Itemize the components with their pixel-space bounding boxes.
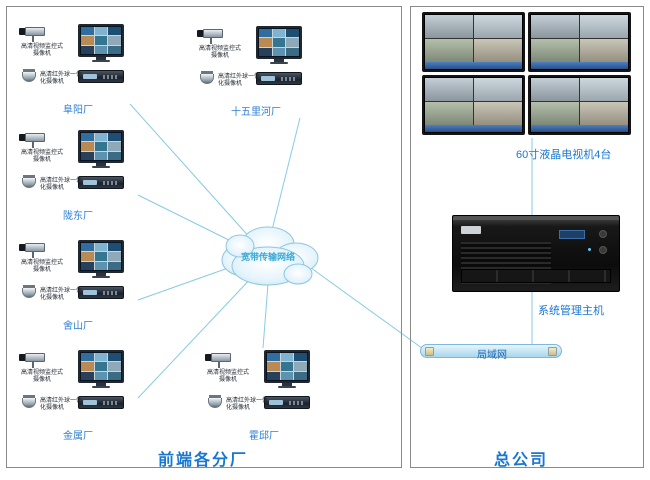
site-block: 高清视频监控式 摄像机 高清红外球一体 化摄像机 霍邱厂 [198, 348, 328, 442]
box-camera-label: 高清视频监控式 摄像机 [20, 150, 63, 163]
lcd-tv-icon [422, 12, 525, 72]
dome-camera-label: 高清红外球一体 化摄像机 [40, 178, 83, 191]
dvr-icon [78, 286, 124, 299]
dvr-icon [78, 70, 124, 83]
dome-camera-icon [21, 69, 37, 86]
dome-camera-label: 高清红外球一体 化摄像机 [40, 288, 83, 301]
cloud-icon [221, 226, 319, 286]
site-block: 高清视频监控式 摄像机 高清红外球一体 化摄像机 十五里河厂 [190, 24, 320, 118]
dome-camera-icon [21, 285, 37, 302]
cctv-monitor-icon [78, 350, 124, 390]
dome-camera-label: 高清红外球一体 化摄像机 [40, 72, 83, 85]
lan-node-icon [548, 347, 557, 356]
cloud-label: 宽带传输网络 [240, 252, 295, 262]
dome-camera-icon [21, 175, 37, 192]
box-camera-icon [196, 27, 226, 44]
cctv-monitor-icon [78, 240, 124, 280]
dome-camera-icon [199, 71, 215, 88]
lcd-tv-icon [422, 75, 525, 135]
dvr-icon [78, 176, 124, 189]
dome-camera-icon [207, 395, 223, 412]
cctv-monitor-icon [78, 130, 124, 170]
cctv-monitor-icon [264, 350, 310, 390]
site-block: 高清视频监控式 摄像机 高清红外球一体 化摄像机 金属厂 [12, 348, 142, 442]
site-name-label: 金属厂 [63, 431, 93, 442]
dvr-icon [256, 72, 302, 85]
site-name-label: 霍邱厂 [249, 431, 279, 442]
cctv-monitor-icon [78, 24, 124, 64]
site-block: 高清视频监控式 摄像机 高清红外球一体 化摄像机 舍山厂 [12, 238, 142, 332]
site-name-label: 舍山厂 [63, 321, 93, 332]
box-camera-label: 高清视频监控式 摄像机 [206, 370, 249, 383]
network-cloud: 宽带传输网络 [210, 216, 326, 294]
dome-camera-icon [21, 395, 37, 412]
site-name-label: 陇东厂 [63, 211, 93, 222]
dome-camera-label: 高清红外球一体 化摄像机 [218, 74, 261, 87]
box-camera-icon [18, 351, 48, 368]
video-wall [422, 12, 631, 135]
box-camera-icon [18, 131, 48, 148]
box-camera-icon [18, 25, 48, 42]
right-section-title: 总公司 [494, 452, 549, 469]
management-server-icon [452, 215, 620, 292]
box-camera-label: 高清视频监控式 摄像机 [20, 370, 63, 383]
site-block: 高清视频监控式 摄像机 高清红外球一体 化摄像机 阜阳厂 [12, 22, 142, 116]
box-camera-label: 高清视频监控式 摄像机 [198, 46, 241, 59]
front-end-region-frame [6, 6, 402, 468]
server-label: 系统管理主机 [538, 305, 604, 317]
dvr-icon [264, 396, 310, 409]
box-camera-icon [18, 241, 48, 258]
site-name-label: 十五里河厂 [231, 107, 281, 118]
cctv-monitor-icon [256, 26, 302, 66]
site-name-label: 阜阳厂 [63, 105, 93, 116]
left-section-title: 前端各分厂 [158, 452, 249, 469]
site-block: 高清视频监控式 摄像机 高清红外球一体 化摄像机 陇东厂 [12, 128, 142, 222]
dvr-icon [78, 396, 124, 409]
box-camera-label: 高清视频监控式 摄像机 [20, 44, 63, 57]
server-logo [461, 226, 481, 234]
lan-label: 局域网 [477, 350, 507, 361]
box-camera-label: 高清视频监控式 摄像机 [20, 260, 63, 273]
lan-bus: 局域网 [420, 344, 562, 361]
dome-camera-label: 高清红外球一体 化摄像机 [40, 398, 83, 411]
lcd-tv-icon [528, 12, 631, 72]
lan-node-icon [425, 347, 434, 356]
headquarters-region-frame [410, 6, 644, 468]
dome-camera-label: 高清红外球一体 化摄像机 [226, 398, 269, 411]
box-camera-icon [204, 351, 234, 368]
lcd-tv-icon [528, 75, 631, 135]
video-wall-label: 60寸液晶电视机4台 [516, 149, 612, 161]
